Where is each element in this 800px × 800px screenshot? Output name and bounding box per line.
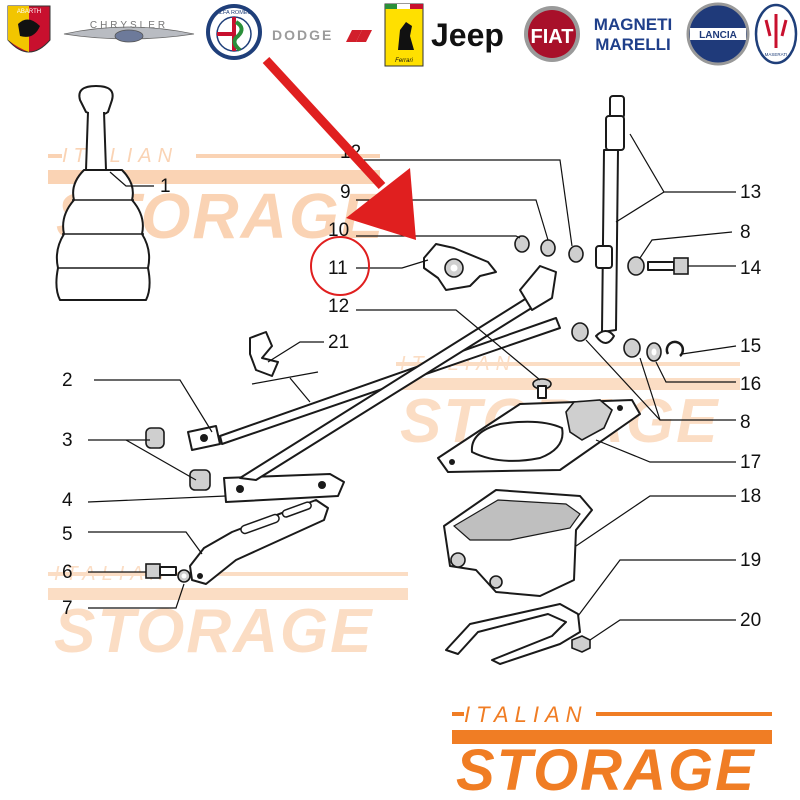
alfa-romeo-logo: ALFA ROMEO xyxy=(206,4,262,60)
part-13-selector-rod xyxy=(595,95,625,344)
watermark-bottom-big: STORAGE xyxy=(54,597,373,666)
callout-20: 20 xyxy=(740,610,761,631)
magneti-marelli-logo-line2: MARELLI xyxy=(595,35,671,54)
part-3-bush-lower xyxy=(189,469,211,491)
abarth-logo: ABARTH xyxy=(7,5,51,53)
watermark-bottom-small: ITALIAN xyxy=(54,563,170,585)
callout-3: 3 xyxy=(62,430,73,451)
part-18-lower-housing xyxy=(443,489,593,597)
part-4-bracket-rod xyxy=(223,265,557,503)
jeep-logo-text: Jeep xyxy=(431,17,504,53)
watermark-top-small: ITALIAN xyxy=(62,145,178,167)
ferrari-logo-text: Ferrari xyxy=(395,58,413,64)
callout-8-lower: 8 xyxy=(740,412,751,433)
part-19-base-frame xyxy=(445,603,581,665)
lancia-logo: LANCIA xyxy=(686,2,750,66)
part-8-bush-a xyxy=(627,256,645,276)
part-12top-bush xyxy=(568,245,584,263)
watermark-bottom: ITALIAN STORAGE xyxy=(48,563,408,666)
callout-14: 14 xyxy=(740,258,762,279)
part-10-nut xyxy=(514,235,530,253)
leader-lines xyxy=(87,133,737,641)
callout-13: 13 xyxy=(740,182,761,203)
maserati-logo: MASERATI xyxy=(754,3,798,65)
lancia-logo-text: LANCIA xyxy=(699,30,737,41)
part-12-screw xyxy=(532,378,552,399)
highlight-annotation xyxy=(262,56,416,296)
part-14-bolt xyxy=(647,257,689,275)
callout-5: 5 xyxy=(62,524,73,545)
part-17-boot-housing xyxy=(437,399,641,473)
fiat-logo: FIAT xyxy=(524,6,580,62)
part-9-bush xyxy=(540,239,556,257)
magneti-marelli-logo: MAGNETI MARELLI xyxy=(594,15,672,54)
callout-17: 17 xyxy=(740,452,761,473)
callout-8-upper: 8 xyxy=(740,222,751,243)
callout-16: 16 xyxy=(740,374,761,395)
brand-mark-small-text: ITALIAN xyxy=(464,702,588,727)
ferrari-logo: Ferrari xyxy=(384,3,424,67)
part-7-washer xyxy=(177,569,191,583)
part-3-bush-upper xyxy=(145,427,165,449)
part-1-gear-knob-boot xyxy=(55,85,151,301)
part-8-bush-c xyxy=(623,338,641,358)
callout-1: 1 xyxy=(160,176,171,197)
fiat-logo-text: FIAT xyxy=(531,26,574,48)
part-5-slotted-plate xyxy=(189,499,329,585)
brand-mark-big-text: STORAGE xyxy=(456,738,756,800)
part-15-clip xyxy=(665,340,685,357)
italian-storage-brand-mark: ITALIAN STORAGE xyxy=(452,702,772,800)
part-11-mount-bracket xyxy=(423,243,497,291)
dodge-logo-text: DODGE xyxy=(272,27,333,43)
dodge-logo: DODGE xyxy=(272,27,372,43)
abarth-logo-text: ABARTH xyxy=(17,9,41,15)
callout-19: 19 xyxy=(740,550,761,571)
callout-10: 10 xyxy=(328,220,349,241)
callout-18: 18 xyxy=(740,486,761,507)
callout-4: 4 xyxy=(62,490,73,511)
callout-12: 12 xyxy=(328,296,349,317)
callout-6: 6 xyxy=(62,562,73,583)
part-8-bush-b xyxy=(571,322,589,342)
part-21-clip xyxy=(249,331,279,377)
callout-15: 15 xyxy=(740,336,761,357)
alfa-romeo-logo-text: ALFA ROMEO xyxy=(216,10,252,16)
part-16-washer xyxy=(646,342,662,362)
part-6-bolt xyxy=(145,563,177,579)
chrysler-logo-text: CHRYSLER xyxy=(90,20,168,31)
jeep-logo: Jeep xyxy=(431,17,504,53)
callout-labels: 1 2 3 4 5 6 7 8 8 9 10 11 12 12 13 14 15… xyxy=(62,142,762,631)
callout-7: 7 xyxy=(62,598,73,619)
highlight-circle xyxy=(310,236,370,296)
callout-21: 21 xyxy=(328,332,349,353)
callout-2: 2 xyxy=(62,370,73,391)
part-20-nut xyxy=(571,635,591,653)
red-arrow-icon xyxy=(262,56,416,240)
chrysler-logo: CHRYSLER xyxy=(63,20,195,43)
callout-11: 11 xyxy=(328,258,348,279)
callout-9: 9 xyxy=(340,182,351,203)
magneti-marelli-logo-line1: MAGNETI xyxy=(594,15,672,34)
brand-logo-bar: ABARTH CHRYSLER ALFA ROMEO DODGE xyxy=(7,2,798,67)
maserati-logo-text: MASERATI xyxy=(765,52,788,57)
